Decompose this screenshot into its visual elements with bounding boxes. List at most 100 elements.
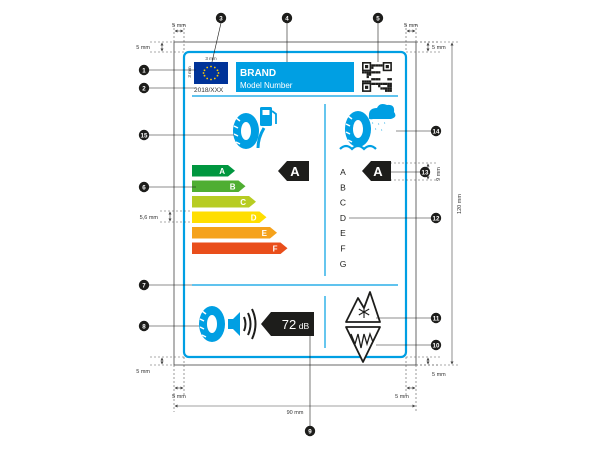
fuel-selected-letter: A — [290, 164, 300, 179]
dim-top-right-v: 5 mm — [432, 45, 446, 51]
fuel-class-letter: C — [240, 198, 246, 207]
noise-value-box: 72 dB — [261, 312, 314, 336]
callout-15: 15 — [138, 129, 150, 141]
dim-total-height: 120 mm — [457, 194, 463, 214]
callout-number: 3 — [219, 15, 223, 22]
wet-class-letter-d: D — [340, 213, 346, 223]
callout-14: 14 — [430, 125, 442, 137]
snowflake-icon — [358, 306, 370, 318]
fuel-class-letter: D — [251, 213, 257, 222]
fuel-class-letter: B — [230, 182, 236, 191]
callout-5: 5 — [372, 12, 384, 24]
callout-number: 9 — [308, 428, 312, 435]
callout-leaders — [149, 22, 433, 430]
wet-class-letter-e: E — [340, 228, 346, 238]
callout-number: 7 — [142, 282, 146, 289]
wet-class-letter-a: A — [340, 167, 346, 177]
snow-grip-icon — [345, 291, 381, 323]
svg-text:‘: ‘ — [378, 123, 380, 130]
ice-grip-icon — [345, 326, 381, 363]
callout-8: 8 — [138, 320, 150, 332]
fuel-selected-class: A — [278, 161, 309, 181]
noise-value: 72 — [282, 317, 296, 332]
dim-class-height: 9 mm — [436, 167, 442, 181]
brand-bar — [236, 62, 354, 92]
fuel-class-bar-f: F — [192, 242, 288, 254]
callout-7: 7 — [138, 279, 150, 291]
callout-number: 4 — [285, 15, 289, 22]
callout-number: 11 — [433, 315, 440, 322]
dim-flag-width: 3 mm — [205, 56, 217, 61]
callout-3: 3 — [215, 12, 227, 24]
wet-selected-class: A — [362, 161, 391, 181]
callout-number: 12 — [433, 215, 440, 222]
dimension-guides — [150, 24, 458, 412]
dim-top-right-h: 5 mm — [404, 23, 418, 29]
callout-10: 10 — [430, 339, 442, 351]
fuel-class-letter: A — [219, 167, 225, 176]
callout-1: 1 — [138, 64, 150, 76]
regulation-number: 2018/XXX — [194, 87, 224, 94]
svg-text:‘: ‘ — [381, 129, 383, 136]
callout-13: 13 — [419, 166, 431, 178]
tyre-fuel-icon — [233, 107, 277, 149]
callout-number: 15 — [141, 132, 148, 139]
fuel-pump-icon — [260, 107, 272, 126]
model-number: Model Number — [240, 81, 293, 90]
dim-flag-height: 3 mm — [187, 66, 192, 78]
callout-number: 8 — [142, 323, 146, 330]
fuel-class-bar-b: B — [192, 180, 246, 192]
callout-2: 2 — [138, 82, 150, 94]
label-header: 2018/XXX BRAND Model Number — [192, 62, 398, 97]
fuel-class-bar-a: A — [192, 165, 235, 177]
dim-total-width: 90 mm — [287, 410, 304, 416]
fuel-class-bar-d: D — [192, 211, 267, 223]
dim-top-left-v: 5 mm — [136, 45, 150, 51]
wet-class-letter-f: F — [340, 244, 345, 254]
dim-bottom-right-h: 5 mm — [395, 394, 409, 400]
wet-class-letter-c: C — [340, 198, 346, 208]
outer-boundary — [173, 41, 417, 366]
svg-text:‘: ‘ — [372, 122, 374, 129]
eu-flag-stars — [202, 65, 220, 81]
callout-11: 11 — [430, 312, 442, 324]
tyre-noise-icon — [199, 306, 257, 342]
callout-number: 2 — [142, 85, 146, 92]
fuel-class-letter: F — [273, 244, 278, 253]
callout-6: 6 — [138, 181, 150, 193]
dim-top-left-h: 5 mm — [172, 23, 186, 29]
fuel-class-letter: E — [262, 229, 268, 238]
speaker-icon — [228, 312, 240, 336]
callout-number: 13 — [422, 169, 429, 176]
dim-bottom-right-v: 5 mm — [432, 372, 446, 378]
eu-flag — [194, 62, 228, 84]
dim-bottom-left-v: 5 mm — [136, 369, 150, 375]
tyre-wet-grip-icon: ‘‘‘ ‘‘ — [339, 104, 396, 151]
svg-text:‘: ‘ — [375, 128, 377, 135]
wet-selected-letter: A — [373, 164, 383, 179]
callout-number: 6 — [142, 184, 146, 191]
dim-bottom-left-h: 5 mm — [172, 394, 186, 400]
callout-number: 14 — [433, 128, 440, 135]
wet-class-letter-g: G — [340, 259, 347, 269]
callout-number: 5 — [376, 15, 380, 22]
noise-unit: dB — [299, 321, 310, 331]
callout-number: 10 — [433, 342, 440, 349]
brand-name: BRAND — [240, 68, 276, 79]
callout-number: 1 — [142, 67, 146, 74]
fuel-class-bar-c: C — [192, 196, 256, 208]
dimension-labels: 5 mm 5 mm 5 mm 5 mm 5,6 mm 5 mm 5 mm 5 m… — [136, 23, 463, 416]
callout-4: 4 — [281, 12, 293, 24]
callout-9: 9 — [304, 425, 316, 437]
wet-class-letter-b: B — [340, 182, 346, 192]
fuel-class-bar-e: E — [192, 227, 277, 239]
qr-code — [362, 62, 392, 92]
svg-text:‘: ‘ — [384, 122, 386, 129]
sound-waves-icon — [243, 308, 257, 340]
callout-12: 12 — [430, 212, 442, 224]
